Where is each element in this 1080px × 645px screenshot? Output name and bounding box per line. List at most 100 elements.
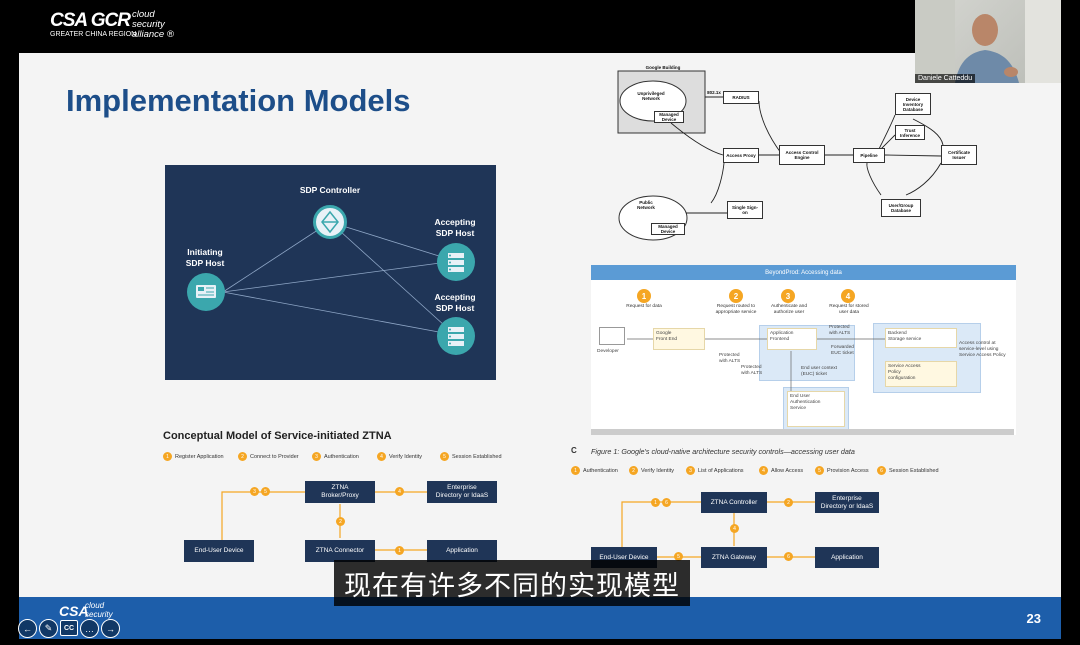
logo-mark: CSA GCR	[50, 10, 131, 31]
ztna2-step-4: 4	[730, 524, 739, 533]
bp-arrows	[627, 338, 885, 391]
subtitle-caption: 现在有许多不同的实现模型	[334, 560, 690, 606]
bp-euc: End user context(EUC) ticket	[801, 366, 837, 377]
gb-title: Google Building	[645, 64, 681, 70]
gb-dot1x: 802.1x	[707, 89, 721, 95]
ztna2-application-box: Application	[815, 547, 879, 568]
pen-icon[interactable]: ✎	[39, 619, 58, 638]
ztna2-gateway-box: ZTNA Gateway	[701, 547, 767, 568]
accepting-host-2-icon	[437, 317, 475, 355]
ztna-step-1: 1	[395, 546, 404, 555]
ztna2-step-1: 1	[651, 498, 660, 507]
ztna2-step-6a: 6	[662, 498, 671, 507]
ztna-step-5: 5	[261, 487, 270, 496]
player-controls: ← ✎ CC … →	[18, 619, 120, 638]
page-number: 23	[1026, 611, 1041, 626]
sdp-controller-label: SDP Controller	[299, 185, 361, 195]
next-icon[interactable]: →	[101, 619, 120, 638]
speaker-video[interactable]: Daniele Catteddu	[915, 0, 1061, 83]
gb-managed-device-2: Managed Device	[651, 223, 685, 235]
prev-icon[interactable]: ←	[18, 619, 37, 638]
sdp-connection-lines	[222, 221, 456, 336]
ztna-step-2: 2	[336, 517, 345, 526]
gb-managed-device: Managed Device	[654, 111, 684, 123]
logo-region: GREATER CHINA REGION	[50, 31, 137, 38]
controller-icon	[313, 205, 347, 239]
gb-access-proxy: Access Proxy	[723, 148, 759, 163]
ztna-step-4: 4	[395, 487, 404, 496]
presentation-slide: Implementation Models SDP Controller Ini…	[19, 53, 1061, 639]
bp-step-4-num: 4	[841, 289, 855, 303]
beyondprod-header: BeyondProd: Accessing data	[591, 265, 1016, 280]
figure-marker: C	[571, 446, 577, 455]
ztna-device-box: End-User Device	[184, 540, 254, 562]
gb-radius: RADIUS	[723, 91, 759, 104]
ztna-diagram-title: Conceptual Model of Service-initiated ZT…	[163, 430, 392, 442]
slide-title: Implementation Models	[66, 83, 411, 118]
developer-laptop-icon	[599, 327, 625, 345]
bp-step-1-num: 1	[637, 289, 651, 303]
bp-developer: Developer	[597, 349, 619, 354]
bp-step-3-num: 3	[781, 289, 795, 303]
beyondprod-scrollbar	[591, 429, 1014, 435]
ztna-application-box: Application	[427, 540, 497, 562]
ztna2-step-2: 2	[784, 498, 793, 507]
figure-caption: Figure 1: Google's cloud-native architec…	[591, 447, 855, 456]
speaker-name: Daniele Catteddu	[915, 74, 976, 83]
ztna2-controller-box: ZTNA Controller	[701, 492, 767, 513]
ztna-connector-box: ZTNA Connector	[305, 540, 375, 562]
beyondprod-diagram: BeyondProd: Accessing data 1 Request for…	[591, 265, 1016, 435]
bp-step-1-text: Request for data	[626, 304, 662, 309]
accepting-host-1-icon	[437, 243, 475, 281]
initiating-host-icon	[187, 273, 225, 311]
captions-icon[interactable]: CC	[60, 620, 78, 636]
speaker-avatar	[915, 0, 1061, 83]
gb-sso: Single Sign-on	[727, 201, 763, 219]
bp-step-2-num: 2	[729, 289, 743, 303]
more-icon[interactable]: …	[80, 619, 99, 638]
ztna2-step-5: 5	[674, 552, 683, 561]
ztna2-step-6b: 6	[784, 552, 793, 561]
